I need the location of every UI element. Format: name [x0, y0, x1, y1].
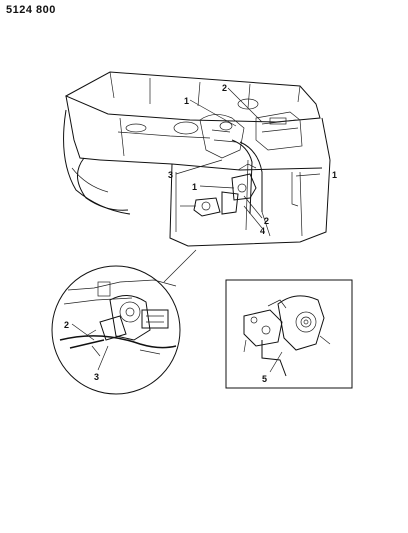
callout-main-4: 4: [260, 226, 265, 236]
circle-detail-leaders: [71, 323, 109, 371]
callout-detail-left-3: 3: [94, 372, 99, 382]
rect-detail: [225, 279, 353, 389]
callout-main-1c: 1: [192, 182, 197, 192]
callout-main-3: 3: [168, 170, 173, 180]
callout-main-2b: 2: [264, 216, 269, 226]
callout-detail-left-2: 2: [64, 320, 69, 330]
callouts: 1 2 1 3 1 2 4 2 3 5: [64, 83, 337, 384]
circle-detail: [51, 265, 181, 395]
part-number: 5124 800: [6, 4, 56, 16]
callout-main-1a: 1: [184, 96, 189, 106]
callout-detail-right-5: 5: [262, 374, 267, 384]
vehicle-front-view: [63, 71, 331, 247]
main-leader-lines: [163, 87, 321, 283]
rect-detail-leaders: [269, 351, 283, 373]
callout-main-2a: 2: [222, 83, 227, 93]
callout-main-1b: 1: [332, 170, 337, 180]
